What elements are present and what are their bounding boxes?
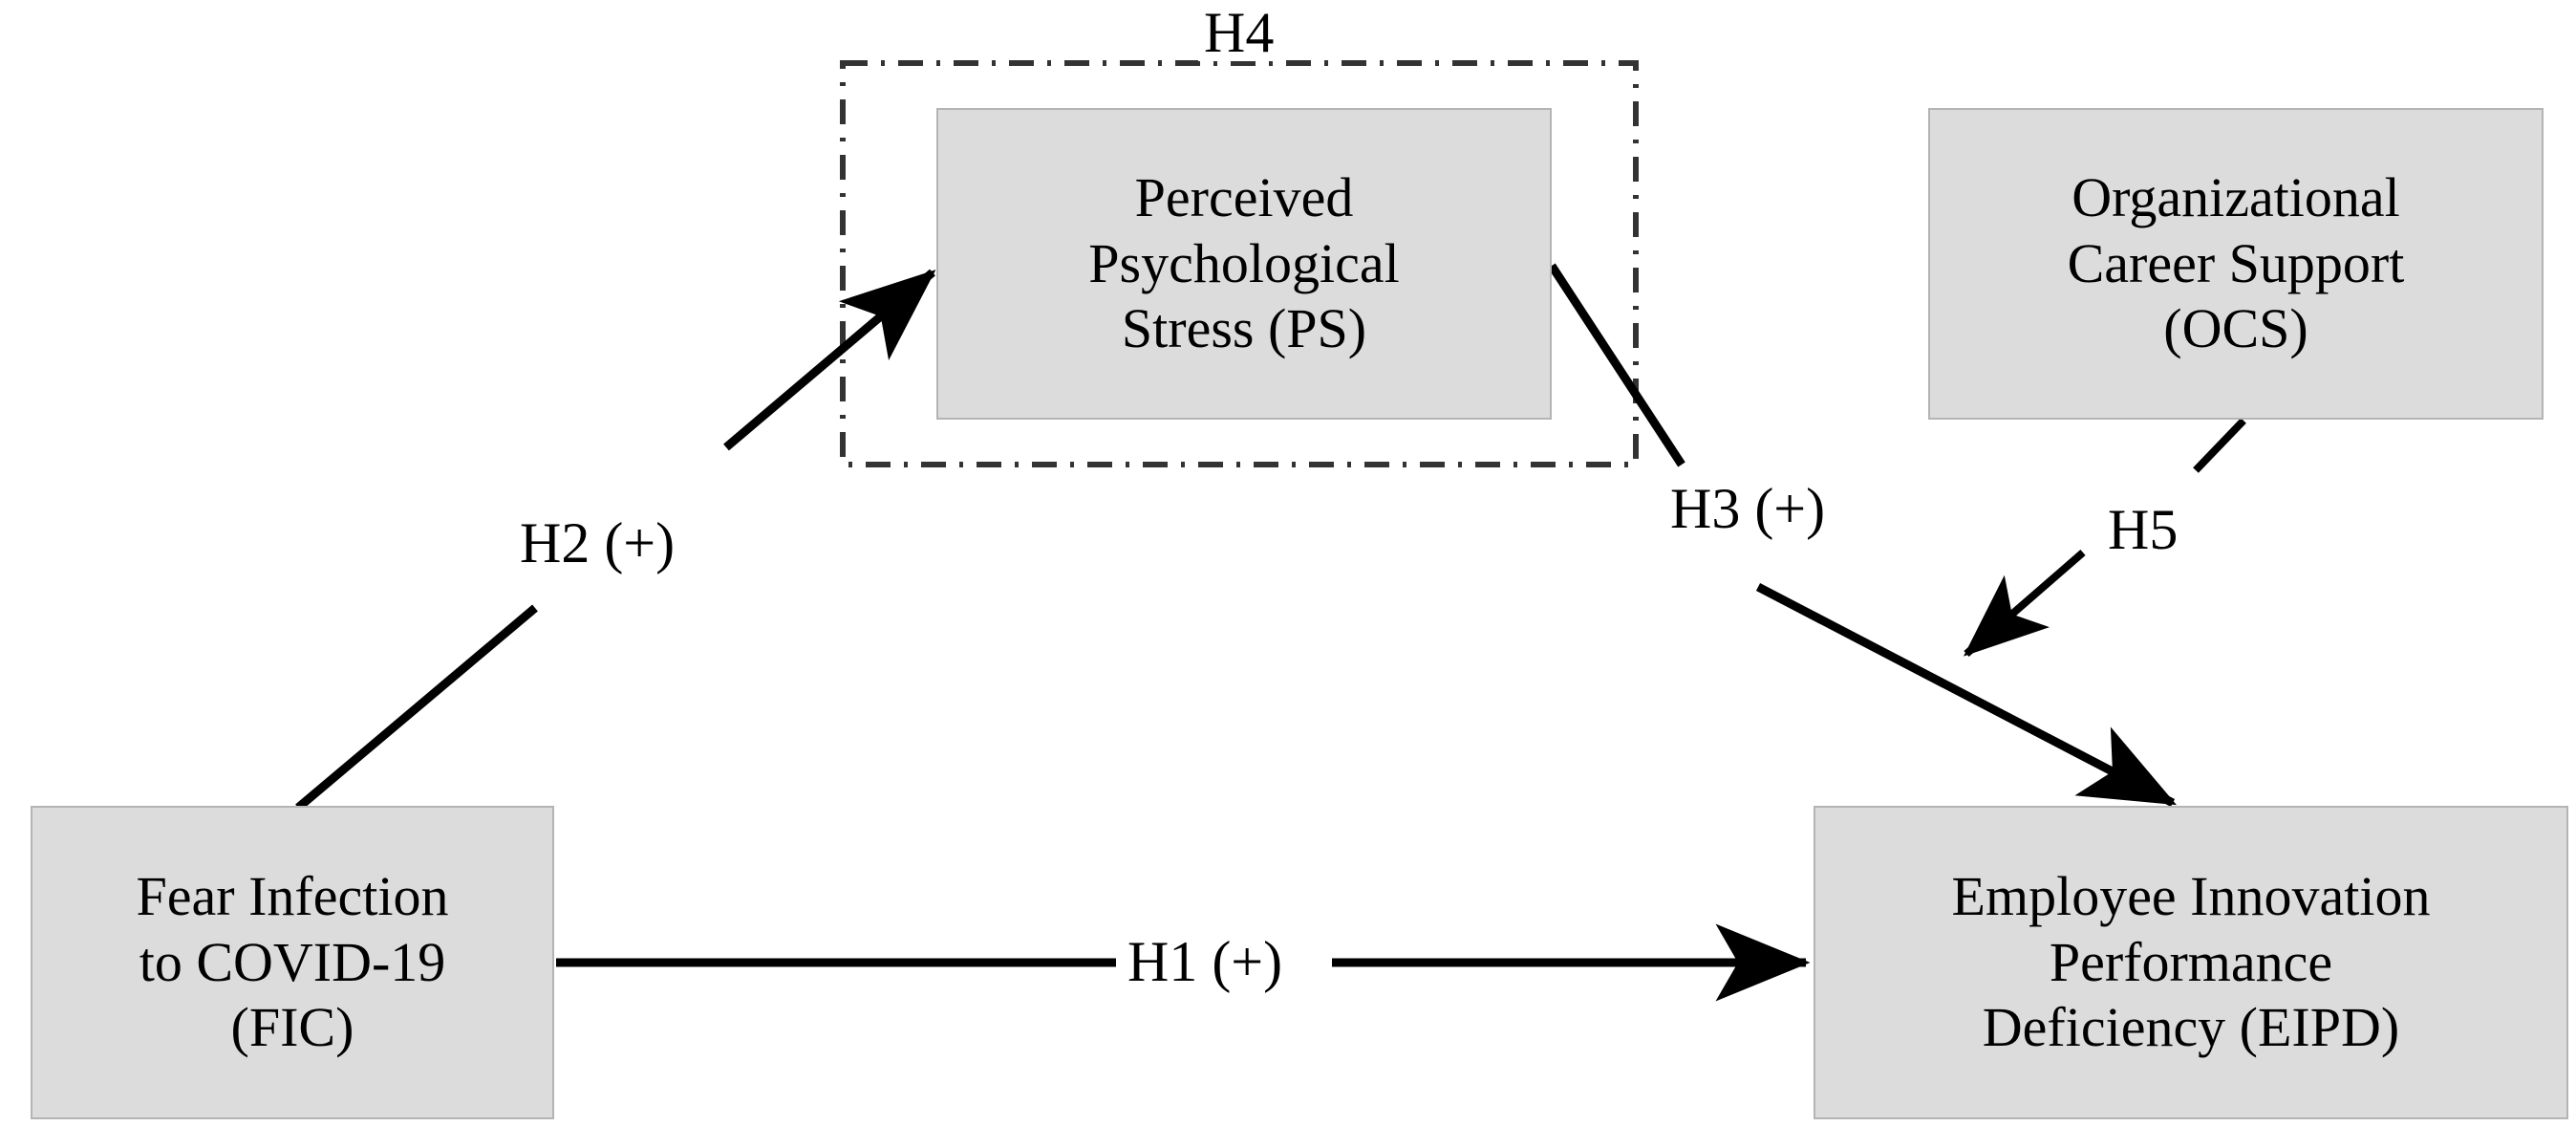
hypothesis-label-h2: H2 (+) bbox=[514, 514, 681, 572]
edge-h2-upper bbox=[723, 269, 936, 451]
edge-h3-lower bbox=[1755, 583, 2177, 807]
hypothesis-label-h3: H3 (+) bbox=[1664, 480, 1832, 537]
hypothesis-label-h4: H4 bbox=[1198, 4, 1280, 61]
construct-box-ocs[interactable]: Organizational Career Support (OCS) bbox=[1928, 108, 2544, 420]
edge-h5-lower bbox=[1963, 549, 2086, 658]
hypothesis-label-h5: H5 bbox=[2102, 501, 2184, 558]
edge-h3-upper bbox=[1548, 263, 1685, 467]
edge-h2-lower bbox=[295, 604, 538, 812]
construct-box-fic[interactable]: Fear Infection to COVID-19 (FIC) bbox=[31, 806, 554, 1119]
construct-box-eipd[interactable]: Employee Innovation Performance Deficien… bbox=[1814, 806, 2568, 1119]
hypothesis-label-h1: H1 (+) bbox=[1122, 933, 1289, 990]
construct-box-ps[interactable]: Perceived Psychological Stress (PS) bbox=[936, 108, 1552, 420]
edge-h5-upper bbox=[2193, 418, 2246, 473]
